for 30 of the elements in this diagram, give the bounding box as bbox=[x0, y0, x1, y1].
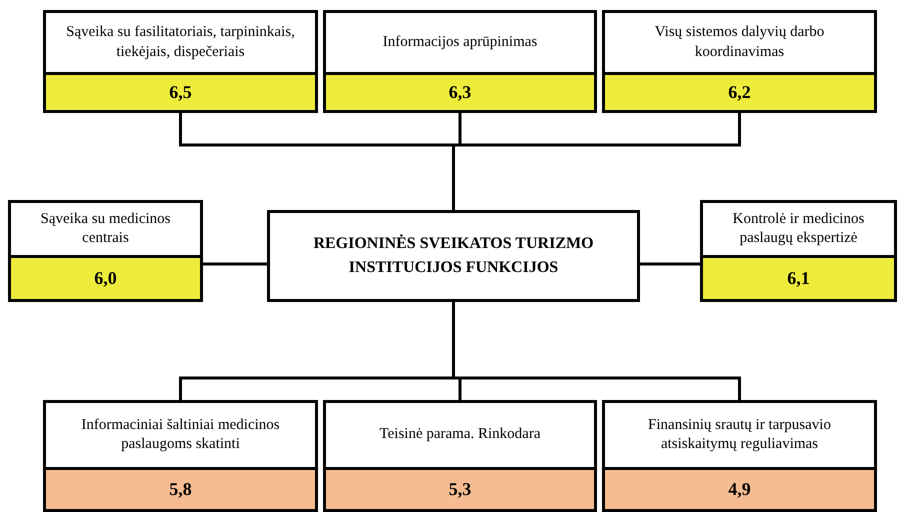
function-label: Informacijos aprūpinimas bbox=[382, 32, 538, 52]
score-band: 6,5 bbox=[46, 72, 315, 110]
title-box bbox=[267, 210, 640, 302]
function-label: Kontrolė ir medicinos paslaugų ekspertizė bbox=[732, 210, 866, 248]
function-box bbox=[602, 10, 877, 113]
function-box bbox=[602, 400, 877, 512]
function-box bbox=[700, 200, 897, 302]
connector-line bbox=[640, 262, 700, 266]
function-label: Finansinių srautų ir tarpusavio atsiskaitymų reguliavimas bbox=[647, 416, 832, 454]
score-band: 4,9 bbox=[605, 467, 874, 509]
function-label: Visų sistemos dalyvių darbo koordinavimas bbox=[654, 23, 826, 62]
connector-line bbox=[452, 113, 741, 210]
title-label: REGIONINĖS SVEIKATOS TURIZMO INSTITUCIJOS FUNKCIJOS bbox=[312, 233, 595, 278]
function-box bbox=[323, 10, 597, 113]
function-label: Sąveika su medicinos centrais bbox=[40, 210, 172, 248]
function-box bbox=[43, 10, 318, 113]
function-label: Sąveika su fasilitatoriais, tarpininkais, tiekėjais, dispečeriais bbox=[65, 23, 296, 62]
score-band: 5,3 bbox=[326, 467, 594, 509]
score-band: 6,3 bbox=[326, 72, 594, 110]
function-label: Teisinė parama. Rinkodara bbox=[380, 425, 540, 444]
function-box bbox=[323, 400, 597, 512]
score-band: 5,8 bbox=[46, 467, 315, 509]
connector-line bbox=[452, 302, 741, 400]
score-band: 6,2 bbox=[605, 72, 874, 110]
connector-line bbox=[203, 262, 267, 266]
function-box bbox=[8, 200, 203, 302]
function-label: Informaciniai šaltiniai medicinos paslaugoms skatinti bbox=[80, 416, 281, 454]
score-band: 6,1 bbox=[703, 255, 894, 299]
score-band: 6,0 bbox=[11, 255, 200, 299]
function-box bbox=[43, 400, 318, 512]
